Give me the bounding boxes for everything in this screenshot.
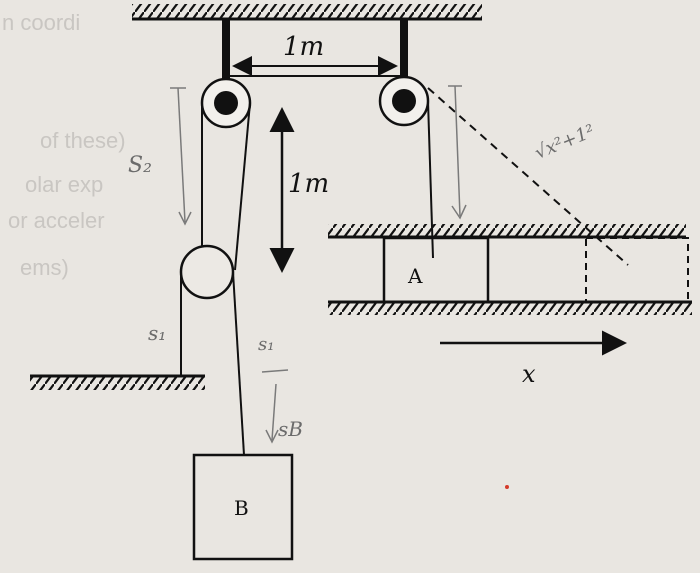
upper-right-surface (328, 224, 686, 239)
block-b (192, 453, 294, 561)
block-a-label: A (407, 264, 423, 288)
dashed-hypotenuse (427, 87, 629, 266)
x-axis-label: x (522, 360, 536, 388)
lower-right-surface (328, 300, 692, 315)
bg-text-4: or acceler (8, 208, 105, 233)
bg-text-3: olar exp (25, 172, 103, 197)
block-a (382, 236, 490, 304)
top-distance-label: 1m (283, 32, 324, 62)
s2-label: S₂ (128, 153, 152, 178)
right-fixed-pulley (378, 75, 430, 127)
bg-text-1: n coordi (2, 10, 80, 35)
bg-text-2: of these) (40, 128, 126, 153)
s1-left-label: s₁ (148, 321, 166, 345)
dashed-block-position (585, 237, 689, 303)
s1-right-label: s₁ (258, 334, 274, 355)
left-string-inner (234, 102, 251, 271)
red-dot (505, 485, 509, 489)
right-support-rod (400, 19, 408, 101)
vertical-distance-label: 1m (288, 169, 329, 199)
sb-label: sB (278, 417, 303, 441)
bg-text-5: ems) (20, 255, 69, 280)
sqrt-label: √x²+1² (532, 121, 598, 164)
string-to-block-b (232, 271, 245, 456)
block-b-label: B (234, 496, 249, 520)
lower-left-floor (30, 374, 205, 390)
ceiling (132, 4, 482, 21)
left-support-rod (222, 19, 230, 103)
left-fixed-pulley (200, 77, 252, 129)
movable-pulley (179, 244, 235, 300)
